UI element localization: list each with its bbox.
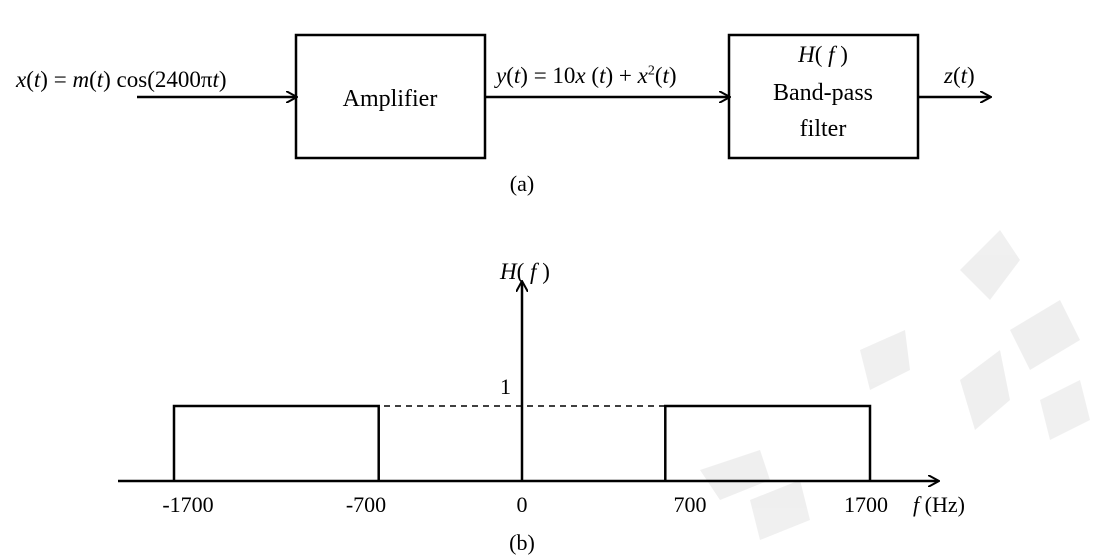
mid-t2: t	[599, 63, 606, 88]
mid-x1: x	[575, 63, 586, 88]
tick-label: 0	[516, 492, 528, 517]
input-cos: cos(2400π	[110, 67, 213, 92]
yaxis-H: H	[500, 259, 517, 284]
xaxis-unit: (Hz)	[924, 492, 965, 517]
frequency-axis-label: f (Hz)	[913, 494, 965, 516]
filter-label-line2: Band-pass	[773, 80, 873, 106]
watermark	[700, 230, 1090, 540]
passband-rect-1	[172, 404, 380, 481]
mid-rest1: ) = 10	[520, 63, 576, 88]
passbands	[172, 404, 872, 481]
mid-y: y	[496, 63, 507, 88]
unity-level-label: 1	[500, 374, 511, 399]
mid-x2: x	[637, 63, 648, 88]
out-z: z	[944, 63, 953, 88]
tick-label: 700	[673, 492, 707, 517]
output-signal-label: z(t)	[944, 63, 975, 88]
filter-label-line3: filter	[799, 116, 847, 142]
yaxis-f: f	[530, 259, 537, 284]
amplifier-label: Amplifier	[342, 86, 438, 112]
input-t2: t	[96, 67, 104, 92]
mid-t1: t	[513, 63, 521, 88]
tick-label: -700	[345, 492, 387, 517]
caption-a: (a)	[509, 171, 535, 196]
amplifier-output-label: y(t) = 10x (t) + x2(t)	[496, 63, 677, 88]
out-t: t	[960, 63, 968, 88]
input-m: m	[72, 67, 90, 92]
mid-rest2: ) +	[605, 63, 638, 88]
tick-label: -1700	[162, 492, 214, 517]
filter-H: H	[798, 42, 815, 67]
mid-t3: t	[662, 63, 669, 88]
mid-close: )	[668, 63, 677, 88]
magnitude-axis-label: H( f )	[500, 259, 550, 284]
input-t1: t	[33, 67, 41, 92]
xaxis-f: f	[913, 492, 920, 517]
tick-label: 1700	[844, 492, 888, 517]
filter-label-transfer: H( f )	[798, 42, 848, 67]
filter-f: f	[828, 42, 835, 67]
passband-rect-2	[664, 404, 872, 481]
input-close: )	[218, 67, 227, 92]
mid-sup: 2	[647, 63, 655, 79]
input-signal-label: x(t) = m(t) cos(2400πt)	[16, 67, 227, 92]
input-eq: =	[47, 67, 73, 92]
caption-b: (b)	[509, 530, 535, 555]
input-t3: t	[212, 67, 219, 92]
input-x: x	[16, 67, 27, 92]
